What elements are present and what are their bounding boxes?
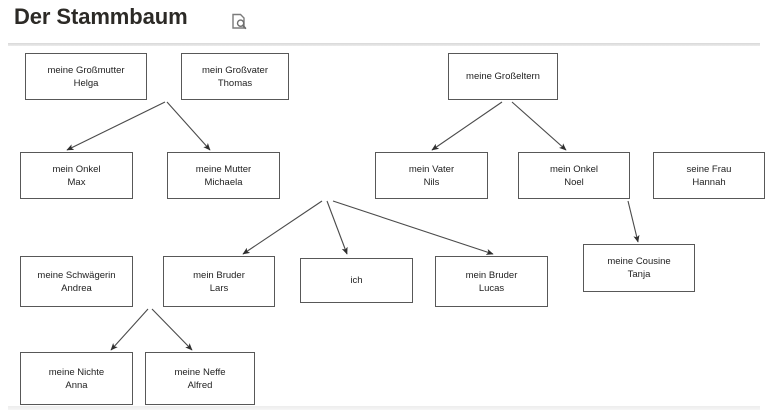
node-label-line2: Alfred — [187, 379, 213, 391]
header-divider — [8, 43, 760, 46]
node-label-line2: Hannah — [692, 176, 726, 188]
node-label-line1: mein Onkel — [52, 163, 101, 175]
node-label-line1: mein Großvater — [202, 64, 268, 76]
edge-grosseltern-pair-to-mutter — [166, 101, 211, 151]
node-label-line1: meine Cousine — [607, 256, 671, 267]
document-magnifier-icon[interactable] — [231, 13, 248, 31]
node-label-line2: Noel — [564, 176, 584, 188]
node-label-line1: meine Großmutter — [47, 64, 125, 76]
node-label-line2: Helga — [73, 77, 99, 89]
node-label-line1: meine Nichte — [48, 366, 105, 378]
node-label-line2: Max — [67, 176, 86, 188]
edge-eltern-pair-to-ich — [326, 200, 348, 255]
node-label-line1: meine Schwägerin — [37, 269, 116, 281]
edge-grosseltern-to-vater — [431, 101, 503, 151]
edge-lars-andrea-to-neffe — [151, 308, 193, 351]
node-label-line2: Thomas — [217, 77, 253, 89]
node-label-line2: Andrea — [61, 282, 92, 294]
node-grosseltern[interactable]: meine Großeltern — [448, 53, 558, 100]
node-label-line1: meine Großeltern — [466, 71, 540, 82]
node-label-line2: Lars — [209, 282, 229, 294]
footer-divider — [8, 406, 760, 410]
node-ich[interactable]: ich — [300, 258, 413, 303]
edge-grosseltern-to-onkel-noel — [511, 101, 567, 151]
node-label-line1: mein Vater — [408, 163, 455, 175]
node-label-line2: Anna — [65, 379, 88, 391]
node-label-line2: Michaela — [204, 176, 243, 188]
edge-noel-hannah-to-cousine — [627, 200, 640, 243]
edge-lars-andrea-to-nichte — [110, 308, 149, 351]
node-label-line1: meine Neffe — [174, 366, 226, 378]
edge-eltern-pair-to-bruder-lars — [242, 200, 323, 255]
node-label-line2: Nils — [423, 176, 440, 188]
node-label-line1: seine Frau — [686, 163, 732, 175]
node-label-line1: ich — [350, 275, 363, 286]
node-label-line1: mein Bruder — [465, 269, 518, 281]
node-label-line1: mein Bruder — [193, 269, 245, 281]
node-label-line1: meine Mutter — [195, 163, 252, 175]
node-label-line2: Lucas — [478, 282, 505, 294]
page-title: Der Stammbaum — [14, 4, 188, 29]
node-label-line2: Tanja — [627, 269, 651, 280]
page-header: Der Stammbaum — [0, 0, 768, 46]
edge-grosseltern-pair-to-onkel-max — [66, 101, 166, 151]
node-label-line1: mein Onkel — [549, 163, 599, 175]
edge-eltern-pair-to-bruder-lucas — [332, 200, 494, 255]
